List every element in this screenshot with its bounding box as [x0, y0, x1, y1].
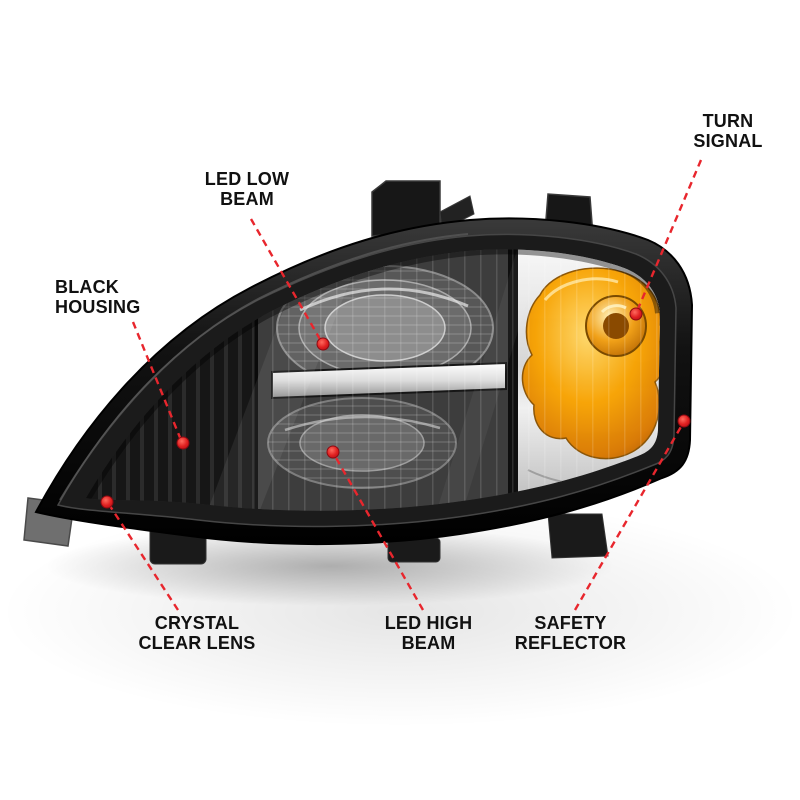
- lens-reflections: [204, 249, 546, 511]
- callout-dot-turn-signal: [629, 307, 643, 321]
- callout-label-black-housing: BLACK HOUSING: [55, 277, 141, 318]
- lens-top-shadow: [86, 249, 660, 501]
- callout-dot-crystal-clear-lens: [100, 495, 114, 509]
- callout-label-safety-reflector: SAFETY REFLECTOR: [514, 613, 627, 654]
- callout-dot-safety-reflector: [677, 414, 691, 428]
- callout-dots: [100, 307, 691, 509]
- callout-label-led-low-beam: LED LOW BEAM: [204, 169, 290, 210]
- callout-label-crystal-clear-lens: CRYSTAL CLEAR LENS: [138, 613, 256, 654]
- leader-line-black-housing: [131, 321, 183, 441]
- callout-label-turn-signal: TURN SIGNAL: [693, 111, 763, 152]
- clear-lens-flutes: [262, 249, 660, 511]
- leader-line-turn-signal: [633, 159, 703, 317]
- leader-line-led-high-beam: [333, 455, 425, 611]
- leader-lines: [108, 159, 703, 611]
- callout-dot-led-low-beam: [316, 337, 330, 351]
- callout-label-led-high-beam: LED HIGH BEAM: [384, 613, 473, 654]
- callout-dot-black-housing: [176, 436, 190, 450]
- callout-dot-led-high-beam: [326, 445, 340, 459]
- leader-line-crystal-clear-lens: [108, 505, 180, 611]
